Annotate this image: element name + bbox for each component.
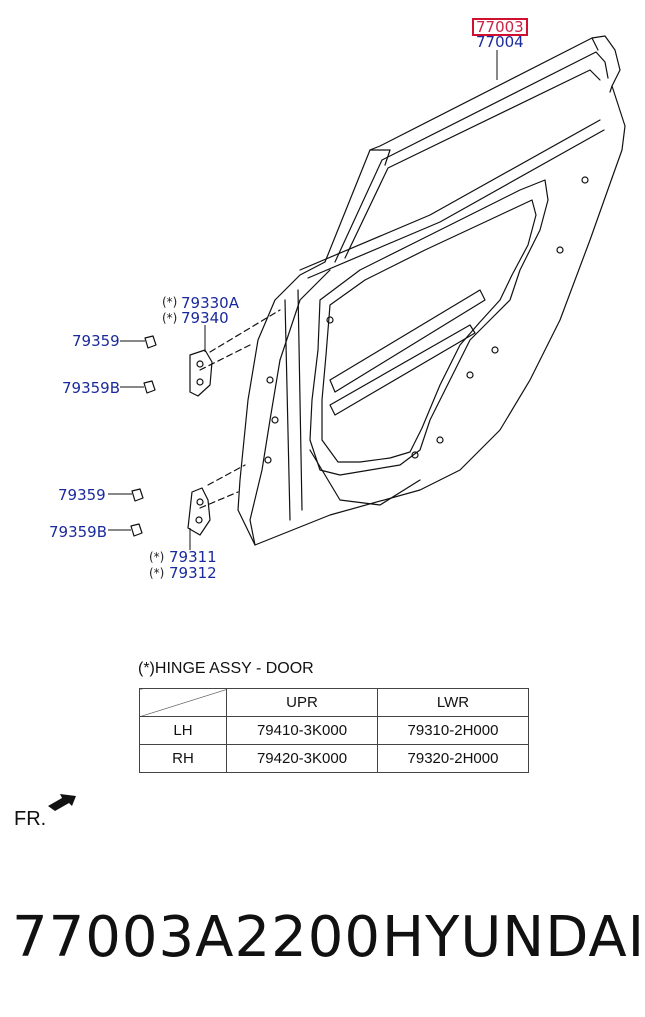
- star-marker: (*): [149, 566, 165, 580]
- front-direction-label: FR.: [14, 808, 47, 830]
- callout-79359-top[interactable]: 79359: [72, 332, 120, 350]
- bolt-79359B-bot: [130, 523, 143, 537]
- door-opening: [309, 179, 549, 476]
- bolt-79359-bot: [131, 488, 144, 502]
- table-corner-cell: [139, 688, 227, 717]
- callout-77004[interactable]: 77004: [476, 33, 524, 51]
- callout-79330A[interactable]: 79330A: [181, 294, 239, 312]
- window-frame: [324, 35, 621, 263]
- table-row-label: LH: [139, 716, 227, 745]
- lower-hinge: [187, 487, 211, 536]
- table-header-row: UPR LWR: [139, 688, 529, 717]
- callout-79359B-bot[interactable]: 79359B: [49, 523, 108, 541]
- part-number: 77003A2200: [12, 905, 381, 970]
- door-panel-diagram: [48, 35, 626, 811]
- table-row-label: RH: [139, 744, 227, 773]
- star-marker: (*): [162, 295, 178, 309]
- table-header-upr: UPR: [226, 688, 378, 717]
- bolt-79359-top: [144, 335, 157, 349]
- table-row: RH 79420-3K000 79320-2H000: [139, 744, 529, 773]
- hinge-assy-note: (*)HINGE ASSY - DOOR: [138, 660, 314, 677]
- callout-77003[interactable]: 77003: [472, 18, 528, 36]
- brand-name: HYUNDAI: [382, 905, 645, 970]
- hinge-part-table: UPR LWR LH 79410-3K000 79310-2H000 RH 79…: [139, 688, 529, 773]
- callout-79359-bot[interactable]: 79359: [58, 486, 106, 504]
- table-row: LH 79410-3K000 79310-2H000: [139, 716, 529, 745]
- callout-79311[interactable]: 79311: [169, 548, 217, 566]
- table-header-lwr: LWR: [377, 688, 529, 717]
- callout-79340[interactable]: 79340: [181, 309, 229, 327]
- callout-79312[interactable]: 79312: [169, 564, 217, 582]
- inner-panel-outline: [237, 177, 613, 546]
- callout-79359B-top[interactable]: 79359B: [62, 379, 121, 397]
- table-cell[interactable]: 79410-3K000: [226, 716, 378, 745]
- table-cell[interactable]: 79320-2H000: [377, 744, 529, 773]
- upper-hinge: [189, 349, 213, 397]
- front-arrow-icon: [48, 794, 76, 811]
- bolt-79359B-top: [143, 380, 156, 394]
- star-marker: (*): [149, 550, 165, 564]
- star-marker: (*): [162, 311, 178, 325]
- table-cell[interactable]: 79310-2H000: [377, 716, 529, 745]
- table-cell[interactable]: 79420-3K000: [226, 744, 378, 773]
